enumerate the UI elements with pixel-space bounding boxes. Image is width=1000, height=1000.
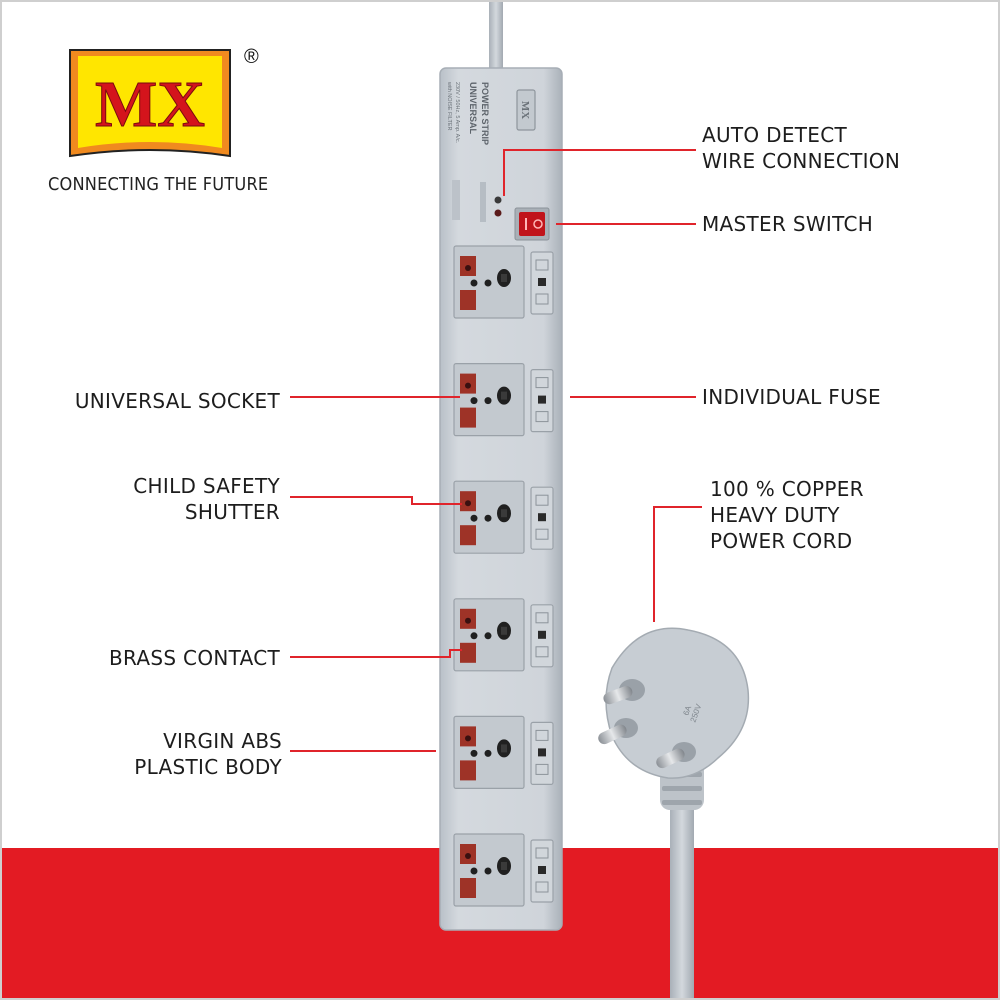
three-pin-plug: 6A 250V <box>598 627 750 779</box>
plug-pin-left <box>598 718 638 745</box>
label-brass-contact: BRASS CONTACT <box>109 646 280 670</box>
registered-mark: ® <box>244 46 259 68</box>
strip-title-line2: POWER STRIP <box>480 82 490 145</box>
label-copper-cord: 100 % COPPER HEAVY DUTY POWER CORD <box>710 477 864 553</box>
logo-text: MX <box>95 68 205 141</box>
universal-socket-4 <box>453 598 525 672</box>
universal-socket-1 <box>453 245 525 319</box>
individual-fuse-1[interactable] <box>530 251 554 315</box>
strip-rating-line2: with NOISE FILTER <box>446 81 452 131</box>
leader-auto-detect <box>503 149 696 196</box>
label-universal-socket: UNIVERSAL SOCKET <box>74 389 280 413</box>
label-abs-body: VIRGIN ABS PLASTIC BODY <box>134 729 282 779</box>
individual-fuse-2[interactable] <box>530 369 554 433</box>
individual-fuse-5[interactable] <box>530 721 554 786</box>
mx-logo: MX <box>69 49 231 158</box>
leader-child-safety <box>290 496 462 505</box>
leader-copper-cord <box>653 506 702 622</box>
top-cord <box>489 0 503 72</box>
universal-socket-2 <box>453 363 525 437</box>
universal-socket-3 <box>453 480 525 554</box>
brand-tagline: CONNECTING THE FUTURE <box>48 174 269 195</box>
strip-mx-badge <box>516 89 536 131</box>
master-switch[interactable] <box>514 207 550 241</box>
individual-fuse-3[interactable] <box>530 486 554 550</box>
individual-fuse-6[interactable] <box>530 839 554 903</box>
plug-pin-right <box>656 742 696 769</box>
individual-fuse-4[interactable] <box>530 604 554 668</box>
label-master-switch: MASTER SWITCH <box>702 212 874 236</box>
leader-brass-contact <box>290 649 462 658</box>
plug-pin-top <box>603 679 645 705</box>
wire-detect-indicator <box>452 180 502 222</box>
label-individual-fuse: INDIVIDUAL FUSE <box>702 385 881 409</box>
label-child-safety: CHILD SAFETY SHUTTER <box>133 474 280 524</box>
strip-badge-text: MX <box>519 101 531 119</box>
strip-title-line1: UNIVERSAL <box>468 82 478 135</box>
plug-cord <box>670 790 694 1000</box>
strip-rating-line1: 230V / 50Hz, 5 Amp. A/c. <box>454 82 460 144</box>
label-auto-detect: AUTO DETECT WIRE CONNECTION <box>702 123 901 173</box>
universal-socket-5 <box>453 715 525 790</box>
plug-rating-amp: 6A <box>681 704 693 717</box>
universal-socket-6 <box>453 833 525 907</box>
